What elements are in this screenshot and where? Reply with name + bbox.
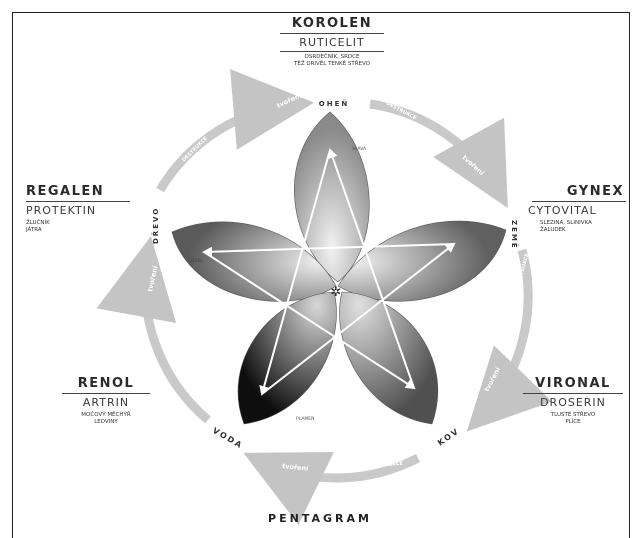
petal-label-1: SLAVA bbox=[352, 146, 367, 152]
organ-text: SLEZINA, SLINIVKA bbox=[528, 220, 632, 227]
ring-arrow-5 bbox=[160, 104, 298, 190]
element-wood: DŘEVO bbox=[151, 207, 160, 244]
organ-text: ŽALUDEK bbox=[528, 227, 632, 234]
product-sub: PROTEKTIN bbox=[26, 204, 138, 217]
product-name: REGALEN bbox=[26, 184, 138, 199]
petals bbox=[172, 112, 506, 424]
divider bbox=[532, 201, 626, 202]
element-fire: OHEŇ bbox=[319, 99, 349, 108]
element-metal: KOV bbox=[436, 426, 461, 447]
divider bbox=[523, 393, 623, 394]
element-water: VODA bbox=[211, 426, 245, 451]
ring-label-quench-5: DESTRUKCE bbox=[181, 135, 209, 163]
organ-text: JÁTRA bbox=[26, 227, 138, 234]
divider bbox=[280, 33, 384, 34]
product-sub: RUTICELIT bbox=[262, 36, 402, 49]
divider bbox=[62, 393, 150, 394]
figure-title: PENTAGRAM bbox=[0, 512, 640, 525]
ring-arrow-1 bbox=[370, 104, 500, 194]
organ-text: ŽLUČNÍK bbox=[26, 220, 138, 227]
petal-bottom-left bbox=[238, 292, 336, 424]
organ-text: OSRDEČNÍK, SRDCE bbox=[262, 54, 402, 61]
center-star-icon: ✲ bbox=[331, 285, 342, 300]
organ-text: TĚŽ DRIVĚL TENKÉ STŘEVO bbox=[262, 61, 402, 68]
product-name: VIRONAL bbox=[516, 376, 630, 391]
element-block-top: KOROLEN RUTICELIT OSRDEČNÍK, SRDCE TĚŽ D… bbox=[262, 16, 402, 68]
organ-text: PLÍCE bbox=[516, 419, 630, 426]
element-block-left: REGALEN PROTEKTIN ŽLUČNÍK JÁTRA bbox=[26, 184, 138, 234]
element-block-right: GYNEX CYTOVITAL SLEZINA, SLINIVKA ŽALUDE… bbox=[528, 184, 632, 234]
product-sub: CYTOVITAL bbox=[528, 204, 632, 217]
product-sub: DROSERIN bbox=[516, 396, 630, 409]
element-block-bottom-right: VIRONAL DROSERIN TLUSTÉ STŘEVO PLÍCE bbox=[516, 376, 630, 426]
organ-text: MOČOVÝ MĚCHÝŘ bbox=[56, 412, 156, 419]
element-earth: ZEMĚ bbox=[510, 220, 519, 250]
product-sub: ARTRIN bbox=[56, 396, 156, 409]
product-name: GYNEX bbox=[528, 184, 632, 199]
product-name: RENOL bbox=[56, 376, 156, 391]
product-name: KOROLEN bbox=[262, 16, 402, 31]
petal-label-2: PLAMEN bbox=[296, 416, 315, 422]
divider bbox=[280, 51, 384, 52]
element-block-bottom-left: RENOL ARTRIN MOČOVÝ MĚCHÝŘ LEDVINY bbox=[56, 376, 156, 426]
organ-text: TLUSTÉ STŘEVO bbox=[516, 412, 630, 419]
organ-text: LEDVINY bbox=[56, 419, 156, 426]
petal-bottom-right bbox=[340, 292, 438, 424]
divider bbox=[26, 201, 130, 202]
